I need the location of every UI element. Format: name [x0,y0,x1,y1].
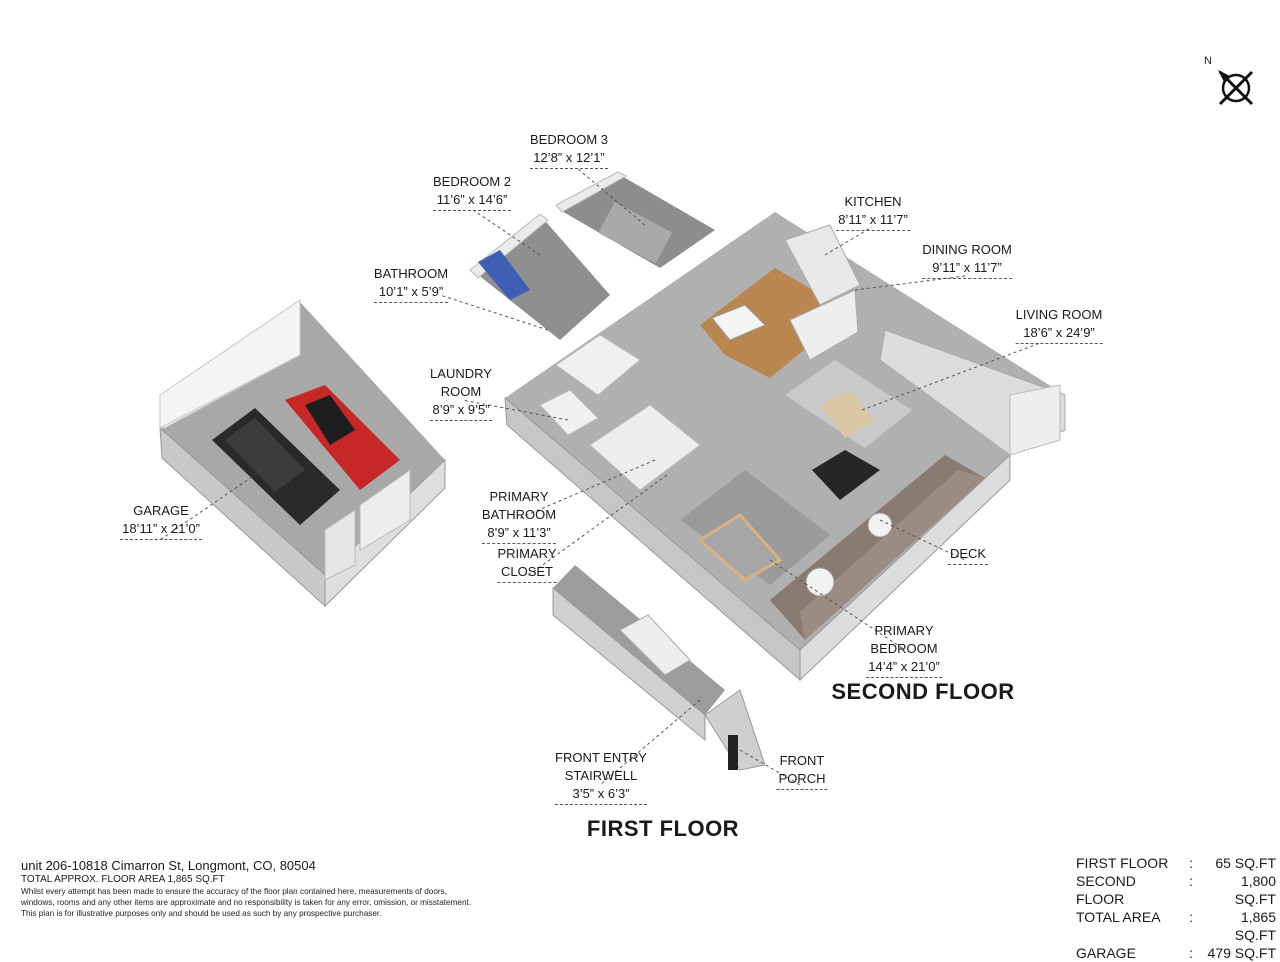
area-row: TOTAL AREA:1,865 SQ.FT [1076,909,1276,943]
black-car [212,408,340,525]
second-floor-title: SECOND FLOOR [831,679,1015,704]
stairwell-block [552,565,766,771]
disclaimer-line-3: This plan is for illustrative purposes o… [21,909,382,918]
room-label-deck: DECK [947,545,989,565]
second-floor-block [469,171,1066,682]
footer-info: unit 206-10818 Cimarron St, Longmont, CO… [21,858,581,919]
first-floor-title: FIRST FLOOR [586,816,740,841]
label-leaders [159,168,1041,786]
compass-north-label: N [1204,55,1212,67]
disclaimer-line-1: Whilst every attempt has been made to en… [21,887,447,896]
area-row: GARAGE:479 SQ.FT [1076,945,1276,961]
garage-block [158,299,446,608]
compass-icon [1218,70,1254,106]
area-row: SECOND FLOOR:1,800 SQ.FT [1076,873,1276,907]
total-area-note: TOTAL APPROX. FLOOR AREA 1,865 SQ.FT [21,874,225,885]
disclaimer-line-2: windows, rooms and any other items are a… [21,898,472,907]
area-summary-table: FIRST FLOOR:65 SQ.FT SECOND FLOOR:1,800 … [1076,854,1276,962]
property-address: unit 206-10818 Cimarron St, Longmont, CO… [21,858,316,873]
area-row: FIRST FLOOR:65 SQ.FT [1076,855,1276,871]
red-car [285,385,400,490]
